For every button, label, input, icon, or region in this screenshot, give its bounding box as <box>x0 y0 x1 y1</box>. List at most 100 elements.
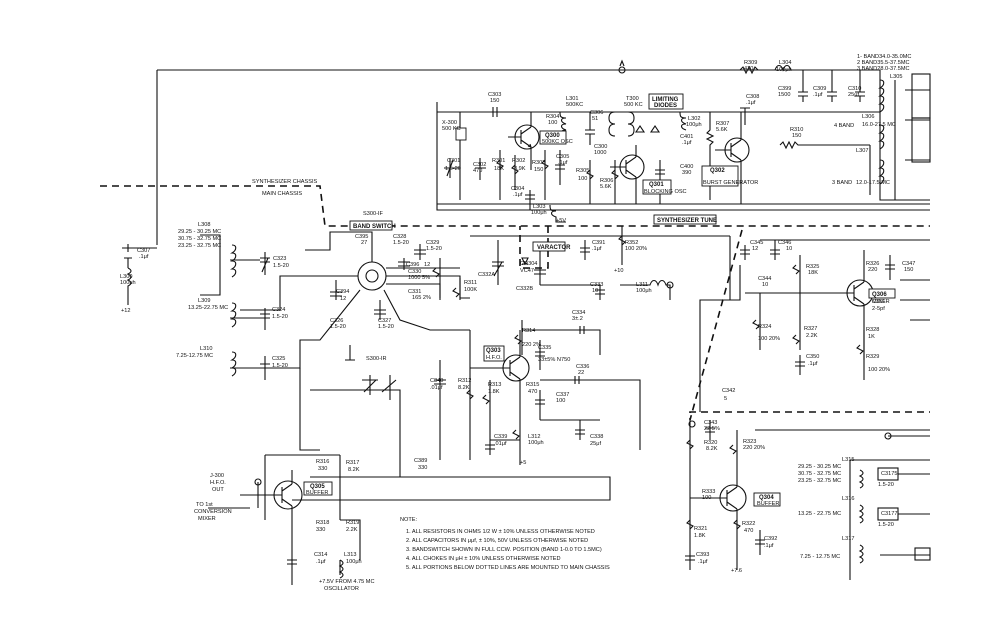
svg-text:R303: R303 <box>532 160 545 166</box>
plus5v-label: +5V <box>556 218 566 224</box>
svg-text:7.25-12.75 MC: 7.25-12.75 MC <box>176 353 213 359</box>
band1-label: 1- BAND34.0-35.0MC <box>857 54 911 60</box>
svg-text:C351: C351 <box>872 299 885 305</box>
svg-text:1000 5%: 1000 5% <box>408 275 430 281</box>
svg-text:8.2K: 8.2K <box>706 446 718 452</box>
svg-text:R312: R312 <box>458 378 471 384</box>
svg-text:12: 12 <box>340 296 346 302</box>
svg-text:C303: C303 <box>488 92 501 98</box>
svg-text:1.5-20: 1.5-20 <box>273 263 289 269</box>
svg-text:VC47: VC47 <box>520 268 534 274</box>
svg-text:220: 220 <box>868 267 877 273</box>
osc-label: OSCILLATOR <box>324 586 359 592</box>
svg-text:33±5% N750: 33±5% N750 <box>538 357 570 363</box>
svg-text:C310: C310 <box>848 86 861 92</box>
svg-text:C300: C300 <box>594 144 607 150</box>
q300-ref: Q300 <box>545 133 560 139</box>
svg-text:.1μf: .1μf <box>139 254 149 260</box>
svg-text:100: 100 <box>578 176 587 182</box>
svg-text:C335: C335 <box>538 345 551 351</box>
q305-ref: Q305 <box>310 484 325 490</box>
svg-text:L305: L305 <box>890 74 902 80</box>
svg-text:C325: C325 <box>272 356 285 362</box>
notes-title: NOTE: <box>400 517 418 523</box>
svg-text:R315: R315 <box>526 382 539 388</box>
band-switch-label: BAND SWITCH <box>353 224 396 230</box>
plus10-label: +10 <box>614 268 624 274</box>
svg-text:R325: R325 <box>806 264 819 270</box>
svg-text:C309: C309 <box>813 86 826 92</box>
svg-text:C350: C350 <box>806 354 819 360</box>
label-r309: R309 <box>744 60 757 66</box>
svg-text:2.2K: 2.2K <box>806 333 818 339</box>
svg-text:C340: C340 <box>430 378 443 384</box>
svg-text:R307: R307 <box>716 121 729 127</box>
svg-text:22: 22 <box>578 370 584 376</box>
q305-desc: BUFFER <box>306 490 328 496</box>
synth-tune-label: SYNTHESIZER TUNE <box>657 218 717 224</box>
svg-text:C336: C336 <box>576 364 589 370</box>
svg-text:R304: R304 <box>546 114 559 120</box>
svg-text:C344: C344 <box>758 276 771 282</box>
j300-label: J-300 <box>210 473 224 479</box>
svg-text:1.8K: 1.8K <box>694 533 706 539</box>
transistor-q300 <box>508 112 540 170</box>
svg-text:150: 150 <box>792 133 801 139</box>
svg-text:100K: 100K <box>464 287 477 293</box>
s300ir-label: S300-IR <box>366 356 387 362</box>
right-coil-bank <box>878 73 931 200</box>
svg-text:100μh: 100μh <box>528 440 544 446</box>
svg-text:13.25 - 22.75 MC: 13.25 - 22.75 MC <box>798 511 841 517</box>
svg-text:30.75 - 32.75 MC: 30.75 - 32.75 MC <box>178 236 221 242</box>
svg-text:25μf: 25μf <box>590 441 601 447</box>
chassis-divider <box>100 185 930 227</box>
q300-desc: 500KC OSC <box>542 139 573 145</box>
limiting-diodes-box <box>648 93 684 110</box>
q301-ref: Q301 <box>649 182 664 188</box>
svg-text:C327: C327 <box>378 318 391 324</box>
svg-text:100μh: 100μh <box>346 559 362 565</box>
plus76-label: +7.6 <box>731 568 742 574</box>
svg-text:C301: C301 <box>447 158 460 164</box>
svg-text:7.25 - 12.75 MC: 7.25 - 12.75 MC <box>800 554 840 560</box>
note-4: 4. ALL CHOKES IN μH ± 10% UNLESS OTHERWI… <box>406 556 561 562</box>
svg-text:.1μf: .1μf <box>682 140 692 146</box>
q306-box <box>868 288 896 299</box>
svg-text:23.25 - 32.75 MC: 23.25 - 32.75 MC <box>798 478 841 484</box>
svg-text:1000: 1000 <box>594 150 606 156</box>
svg-text:12.0-17.5 MC: 12.0-17.5 MC <box>856 180 890 186</box>
svg-text:500 KC: 500 KC <box>624 102 643 108</box>
svg-text:R305: R305 <box>576 168 589 174</box>
svg-text:1.8K: 1.8K <box>488 389 500 395</box>
svg-text:3 BAND: 3 BAND <box>832 180 852 186</box>
svg-text:5.6K: 5.6K <box>600 184 612 190</box>
svg-text:1.5-20: 1.5-20 <box>878 482 894 488</box>
svg-text:470: 470 <box>528 389 537 395</box>
svg-text:10: 10 <box>592 288 598 294</box>
svg-text:390: 390 <box>682 170 691 176</box>
band-switch-area <box>122 231 470 451</box>
svg-text:R317: R317 <box>346 460 359 466</box>
plus5-label: +5 <box>520 460 526 466</box>
oscillator-rail <box>436 102 930 211</box>
svg-text:470: 470 <box>744 66 753 72</box>
transistor-q302 <box>715 112 750 204</box>
svg-text:C392: C392 <box>764 536 777 542</box>
svg-text:L301: L301 <box>566 96 578 102</box>
svg-text:C328: C328 <box>393 234 406 240</box>
svg-text:R301: R301 <box>492 158 505 164</box>
svg-text:5: 5 <box>724 396 727 402</box>
svg-text:CR304: CR304 <box>520 261 537 267</box>
svg-text:C391: C391 <box>592 240 605 246</box>
note-5: 5. ALL PORTIONS BELOW DOTTED LINES ARE M… <box>406 565 610 571</box>
svg-text:C400: C400 <box>680 164 693 170</box>
svg-text:4 BAND: 4 BAND <box>834 123 854 129</box>
synth-chassis-label: SYNTHESIZER CHASSIS <box>252 179 318 185</box>
svg-text:C330: C330 <box>408 269 421 275</box>
svg-text:C331: C331 <box>408 289 421 295</box>
svg-text:.01μf: .01μf <box>430 385 443 391</box>
svg-text:C394: C394 <box>336 289 349 295</box>
top-supply-rail <box>156 59 930 245</box>
note-3: 3. BANDSWITCH SHOWN IN FULL CCW. POSITIO… <box>406 547 602 553</box>
svg-text:1K: 1K <box>868 334 875 340</box>
